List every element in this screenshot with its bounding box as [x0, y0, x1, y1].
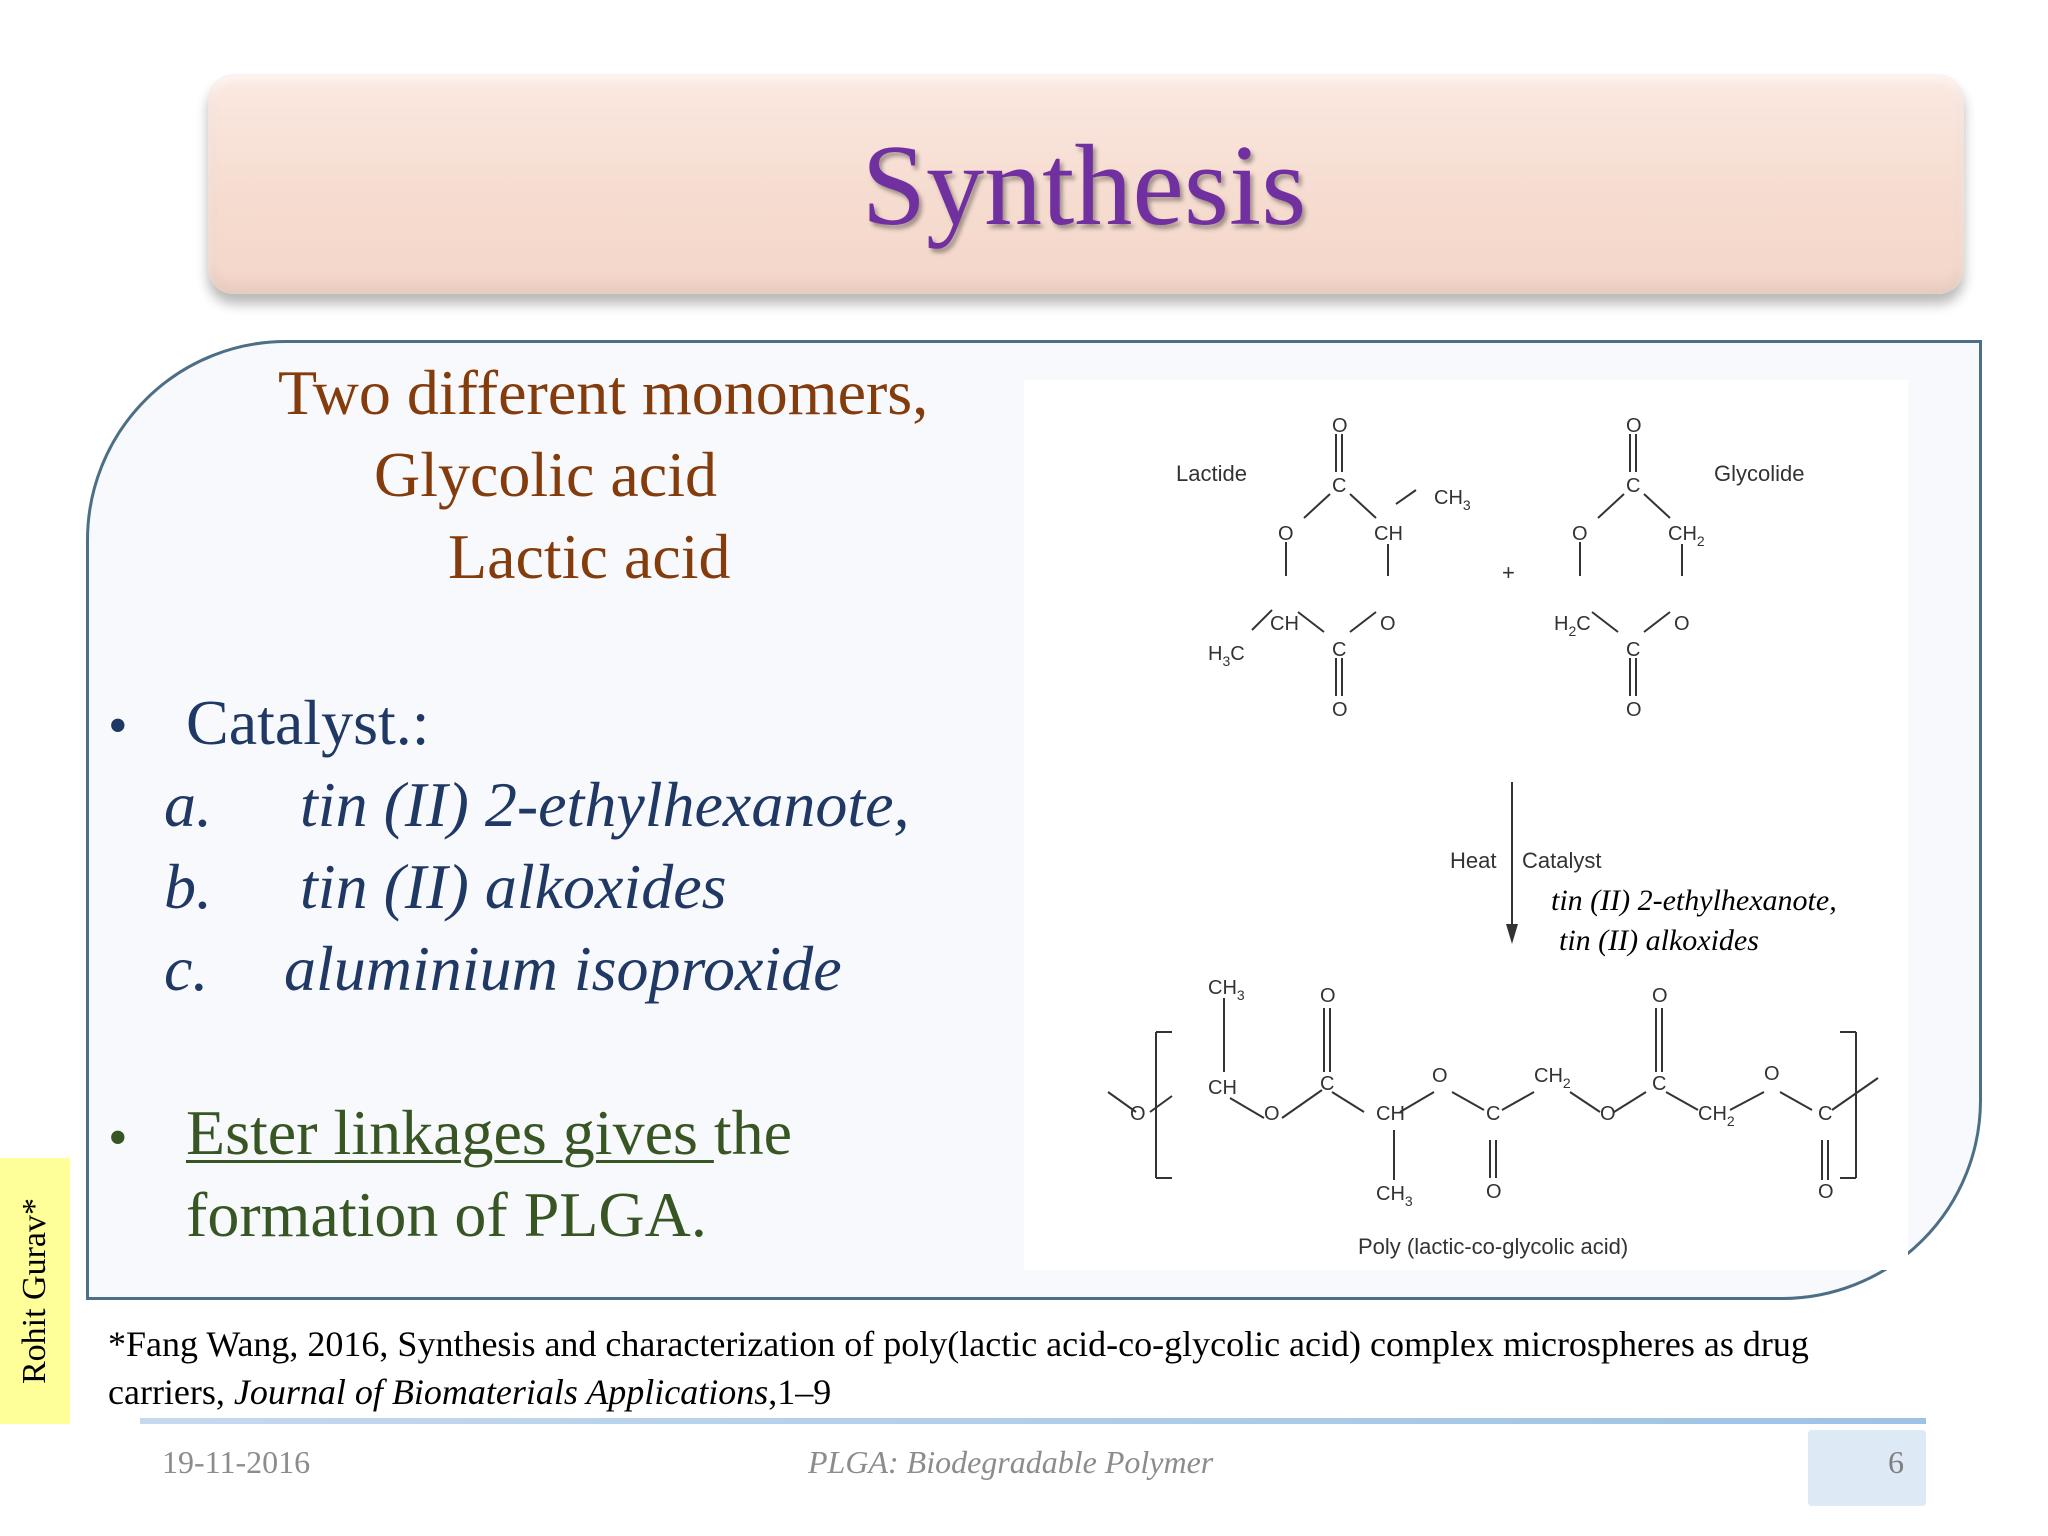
monomers-line-3: Lactic acid [448, 521, 731, 592]
citation: *Fang Wang, 2016, Synthesis and characte… [108, 1320, 1928, 1416]
catalyst-item-a: tin (II) 2-ethylhexanote, [300, 769, 910, 840]
svg-text:CH: CH [1374, 523, 1403, 545]
svg-text:CH2: CH2 [1698, 1103, 1735, 1129]
svg-text:C: C [1332, 475, 1346, 497]
catalyst-marker-b: b. [164, 851, 212, 922]
bullet-catalyst: • [108, 695, 128, 757]
bullet-ester: • [108, 1107, 128, 1169]
svg-text:CH2: CH2 [1534, 1065, 1571, 1091]
svg-text:O: O [1380, 613, 1396, 635]
svg-text:CH: CH [1376, 1103, 1405, 1125]
svg-text:CH: CH [1208, 1077, 1237, 1099]
author-side-label: Rohit Gurav* [0, 1158, 70, 1424]
catalyst-note-2: tin (II) alkoxides [1559, 924, 1759, 957]
footer-title: PLGA: Biodegradable Polymer [808, 1444, 1214, 1480]
page-number-box: 6 [1808, 1430, 1926, 1506]
monomers-line-2: Glycolic acid [374, 439, 717, 510]
title-bar [208, 74, 1964, 294]
svg-text:C: C [1320, 1073, 1334, 1095]
svg-text:O: O [1130, 1103, 1146, 1125]
heat-label: Heat [1450, 848, 1496, 873]
diagram-bonds [1107, 434, 1879, 1180]
ester-line-2: formation of PLGA. [186, 1179, 707, 1250]
catalyst-item-b: tin (II) alkoxides [300, 851, 727, 922]
catalyst-item-c: aluminium isoproxide [284, 933, 842, 1004]
citation-text: *Fang Wang, 2016, Synthesis and characte… [108, 1324, 1809, 1412]
svg-text:O: O [1278, 523, 1294, 545]
svg-text:O: O [1818, 1181, 1834, 1203]
svg-text:H2C: H2C [1554, 613, 1591, 639]
svg-text:CH3: CH3 [1208, 977, 1245, 1003]
citation-pages: ,1–9 [768, 1372, 832, 1412]
glycolide-label: Glycolide [1714, 461, 1804, 486]
svg-text:CH3: CH3 [1434, 487, 1471, 513]
svg-text:O: O [1332, 699, 1348, 721]
reaction-scheme: O C O CH CH3 CH O H3C C O O C O CH2 H2C … [1107, 415, 1879, 1259]
svg-text:CH2: CH2 [1668, 523, 1705, 549]
monomers-line-1: Two different monomers, [278, 357, 929, 428]
product-label: Poly (lactic-co-glycolic acid) [1358, 1234, 1628, 1259]
slide-title: Synthesis [861, 122, 1307, 250]
svg-text:O: O [1486, 1181, 1502, 1203]
svg-text:O: O [1264, 1103, 1280, 1125]
ester-rest: the [713, 1097, 793, 1168]
arrow-head-icon [1506, 924, 1518, 944]
catalyst-marker-a: a. [164, 769, 212, 840]
svg-text:O: O [1432, 1065, 1448, 1087]
lactide-label: Lactide [1176, 461, 1247, 486]
svg-text:CH3: CH3 [1376, 1183, 1413, 1209]
svg-text:O: O [1626, 699, 1642, 721]
citation-journal: Journal of Biomaterials Applications [233, 1372, 769, 1412]
svg-text:O: O [1332, 415, 1348, 437]
svg-text:H3C: H3C [1208, 643, 1245, 669]
svg-text:O: O [1626, 415, 1642, 437]
catalyst-note-1: tin (II) 2-ethylhexanote, [1551, 884, 1837, 917]
svg-text:O: O [1674, 613, 1690, 635]
svg-text:O: O [1764, 1063, 1780, 1085]
author-name: Rohit Gurav* [16, 1197, 53, 1385]
svg-text:O: O [1320, 985, 1336, 1007]
ester-underlined: Ester linkages gives [186, 1097, 714, 1168]
svg-text:C: C [1626, 475, 1640, 497]
ester-line-1: Ester linkages gives the [186, 1096, 792, 1170]
page-number: 6 [1888, 1444, 1904, 1480]
svg-text:O: O [1600, 1103, 1616, 1125]
synthesis-diagram: O C O CH CH3 CH O H3C C O O C O CH2 H2C … [1024, 380, 1908, 1270]
svg-text:O: O [1572, 523, 1588, 545]
svg-text:C: C [1486, 1103, 1500, 1125]
svg-text:O: O [1652, 985, 1668, 1007]
svg-text:C: C [1626, 639, 1640, 661]
svg-text:C: C [1332, 639, 1346, 661]
catalyst-heading: Catalyst.: [186, 687, 430, 758]
svg-text:C: C [1652, 1073, 1666, 1095]
svg-text:C: C [1818, 1103, 1832, 1125]
footer-date: 19-11-2016 [162, 1444, 311, 1480]
catalyst-label: Catalyst [1522, 848, 1601, 873]
diagram-atoms: O C O CH CH3 CH O H3C C O O C O CH2 H2C … [1130, 415, 1834, 1209]
footer-divider [140, 1418, 1926, 1424]
plus-sign: + [1502, 560, 1515, 585]
svg-text:CH: CH [1270, 613, 1299, 635]
catalyst-marker-c: c. [164, 933, 209, 1004]
